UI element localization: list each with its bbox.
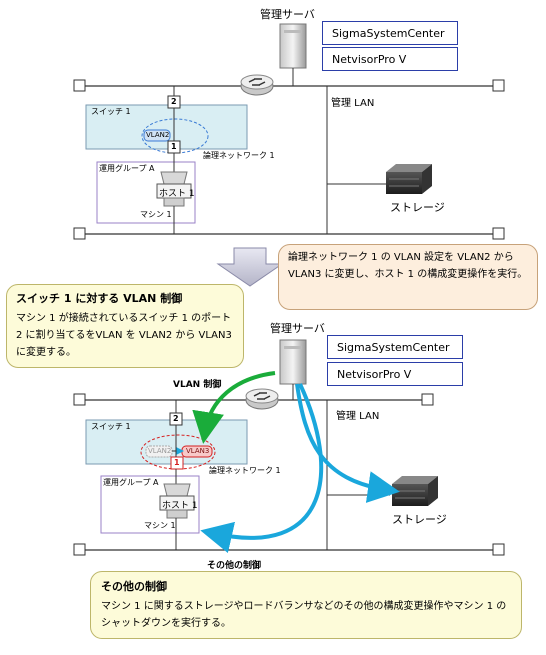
other-control-note-title: その他の制御 [101,580,167,593]
top-switch-label: スイッチ 1 [91,107,131,116]
bottom-router-icon [245,388,279,410]
top-machine-icon [156,171,192,207]
vlan-change-callout-text: 論理ネットワーク 1 の VLAN 設定を VLAN2 から VLAN3 に変更… [288,252,528,280]
bottom-switch-label: スイッチ 1 [91,422,131,431]
top-port2-label: 2 [171,97,177,106]
top-mgmt-lan-line [73,79,505,92]
bottom-machine-icon [159,483,195,519]
bottom-server-icon [279,339,307,400]
bottom-vlan-oval [140,434,216,470]
bottom-port2-label: 2 [173,414,179,423]
bottom-ops-group-box [100,475,200,534]
bottom-machine-label: マシン 1 [144,521,176,530]
top-lower-lan-line [73,227,505,240]
bottom-port1-label: 1 [174,458,180,467]
bottom-storage-label: ストレージ [392,513,447,526]
vlan-control-note-body: マシン 1 が接続されているスイッチ 1 のポート 2 に割り当てるをVLAN … [16,313,232,358]
bottom-netvisor-box: NetvisorPro V [327,362,463,386]
top-server-icon [279,23,307,86]
top-storage-icon [386,164,432,194]
top-port1-label: 1 [171,142,177,151]
top-switch-box [85,104,248,150]
top-server-label: 管理サーバ [260,8,315,21]
vlan-control-note: スイッチ 1 に対する VLAN 制御 マシン 1 が接続されているスイッチ 1… [6,284,244,368]
bottom-ops-group-label: 運用グループ A [103,478,159,487]
bottom-vlan-new-label: VLAN3 [186,447,210,455]
top-ops-group-box [96,161,196,224]
bottom-host-label: ホスト 1 [162,501,198,511]
bottom-sigma-box: SigmaSystemCenter [327,335,463,359]
top-logical-network-label: 論理ネットワーク 1 [203,151,275,160]
vlan-control-note-title: スイッチ 1 に対する VLAN 制御 [16,292,183,305]
vlan-control-label: VLAN 制御 [173,380,222,390]
bottom-lower-lan-line [73,543,505,556]
top-vlan-label: VLAN2 [146,131,170,139]
other-control-note-body: マシン 1 に関するストレージやロードバランサなどのその他の構成変更操作やマシン… [101,601,507,629]
bottom-server-label: 管理サーバ [270,322,325,335]
bottom-vlan-old-label: VLAN2 [148,447,172,455]
top-netvisor-box: NetvisorPro V [322,47,458,71]
other-control-arrow [200,383,324,554]
other-control-note: その他の制御 マシン 1 に関するストレージやロードバランサなどのその他の構成変… [90,571,522,639]
bottom-mgmt-lan-label: 管理 LAN [336,411,380,422]
bottom-logical-network-label: 論理ネットワーク 1 [209,466,281,475]
top-sigma-box: SigmaSystemCenter [322,21,458,45]
top-storage-label: ストレージ [390,201,445,214]
top-host-label: ホスト 1 [159,189,195,199]
vlan-change-callout: 論理ネットワーク 1 の VLAN 設定を VLAN2 から VLAN3 に変更… [278,244,538,310]
transition-arrow [216,247,284,287]
other-control-label: その他の制御 [207,561,262,571]
top-router-icon [240,74,274,96]
top-mgmt-lan-label: 管理 LAN [331,98,375,109]
top-ops-group-label: 運用グループ A [99,164,155,173]
top-machine-label: マシン 1 [140,210,172,219]
vlan-control-arrow [192,371,276,444]
bottom-storage-icon [392,476,438,506]
